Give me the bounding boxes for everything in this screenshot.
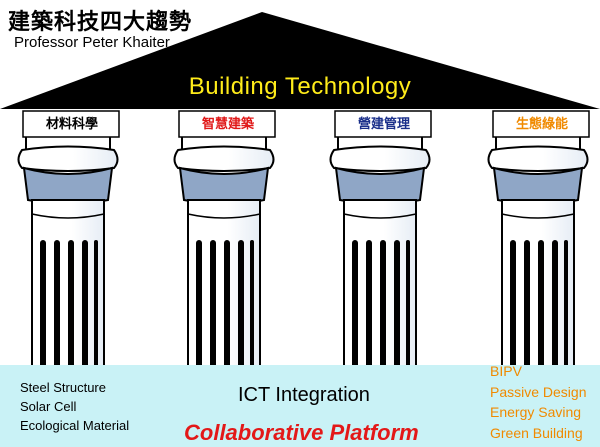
pillar-1-label: 材料科學 <box>45 117 98 132</box>
foundation-band <box>0 365 600 447</box>
list-item: Steel Structure <box>20 380 106 395</box>
foundation-left-list: Steel Structure Solar Cell Ecological Ma… <box>20 378 129 435</box>
roof-shape <box>0 12 600 109</box>
pillar-2-label: 智慧建築 <box>201 117 254 132</box>
list-item: Green Building <box>490 424 583 441</box>
pillar-3 <box>329 135 431 371</box>
plate-1-bg <box>22 110 120 138</box>
list-item: Passive Design <box>490 383 587 400</box>
ict-integration-label: ICT Integration <box>238 384 370 406</box>
pillar-3-label: 營建管理 <box>357 117 410 132</box>
page-title: 建築科技四大趨勢 <box>8 10 193 35</box>
pillar-4 <box>487 135 589 371</box>
plate-2-bg <box>178 110 276 138</box>
list-item: Ecological Material <box>20 418 130 433</box>
collaborative-platform-label: Collaborative Platform <box>184 420 419 445</box>
foundation-right-list: BIPV Passive Design Energy Saving Green … <box>490 361 587 443</box>
roof-label: Building Technology <box>188 73 412 100</box>
list-item: Energy Saving <box>490 404 582 420</box>
pillar-1 <box>17 135 119 371</box>
author-name: Professor Peter Khaiter <box>14 34 170 51</box>
plate-3-bg <box>334 110 432 138</box>
list-item: BIPV <box>490 363 522 379</box>
pillar-2 <box>173 135 275 371</box>
plate-4-bg <box>492 110 590 138</box>
list-item: Solar Cell <box>20 399 77 414</box>
pillar-4-label: 生態綠能 <box>515 117 568 132</box>
